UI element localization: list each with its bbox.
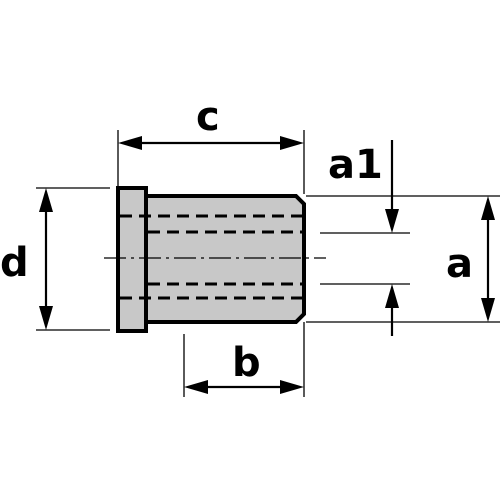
arrowhead-d-bottom [39, 306, 53, 330]
label-d: d [0, 240, 29, 286]
arrowhead-a1-bottom [385, 284, 399, 308]
arrowhead-d-top [39, 188, 53, 212]
arrowhead-a-bottom [481, 298, 495, 322]
arrowhead-a1-top [385, 209, 399, 233]
dimension-c: c [117, 94, 305, 194]
extension-lines-a [306, 195, 500, 323]
bushing-part [104, 186, 326, 333]
label-a: a [446, 241, 473, 287]
arrowhead-c-left [118, 136, 142, 150]
bushing-flange [116, 186, 148, 333]
arrowhead-a-top [481, 196, 495, 220]
dimension-a: a [446, 196, 495, 322]
dimension-a1: a1 [328, 140, 399, 336]
arrowhead-b-left [184, 380, 208, 394]
arrowhead-c-right [280, 136, 304, 150]
label-c: c [196, 94, 220, 140]
dimension-d: d [0, 187, 110, 331]
label-b: b [232, 340, 261, 386]
dimension-b: b [183, 322, 305, 397]
arrowhead-b-right [280, 380, 304, 394]
label-a1: a1 [328, 142, 383, 188]
